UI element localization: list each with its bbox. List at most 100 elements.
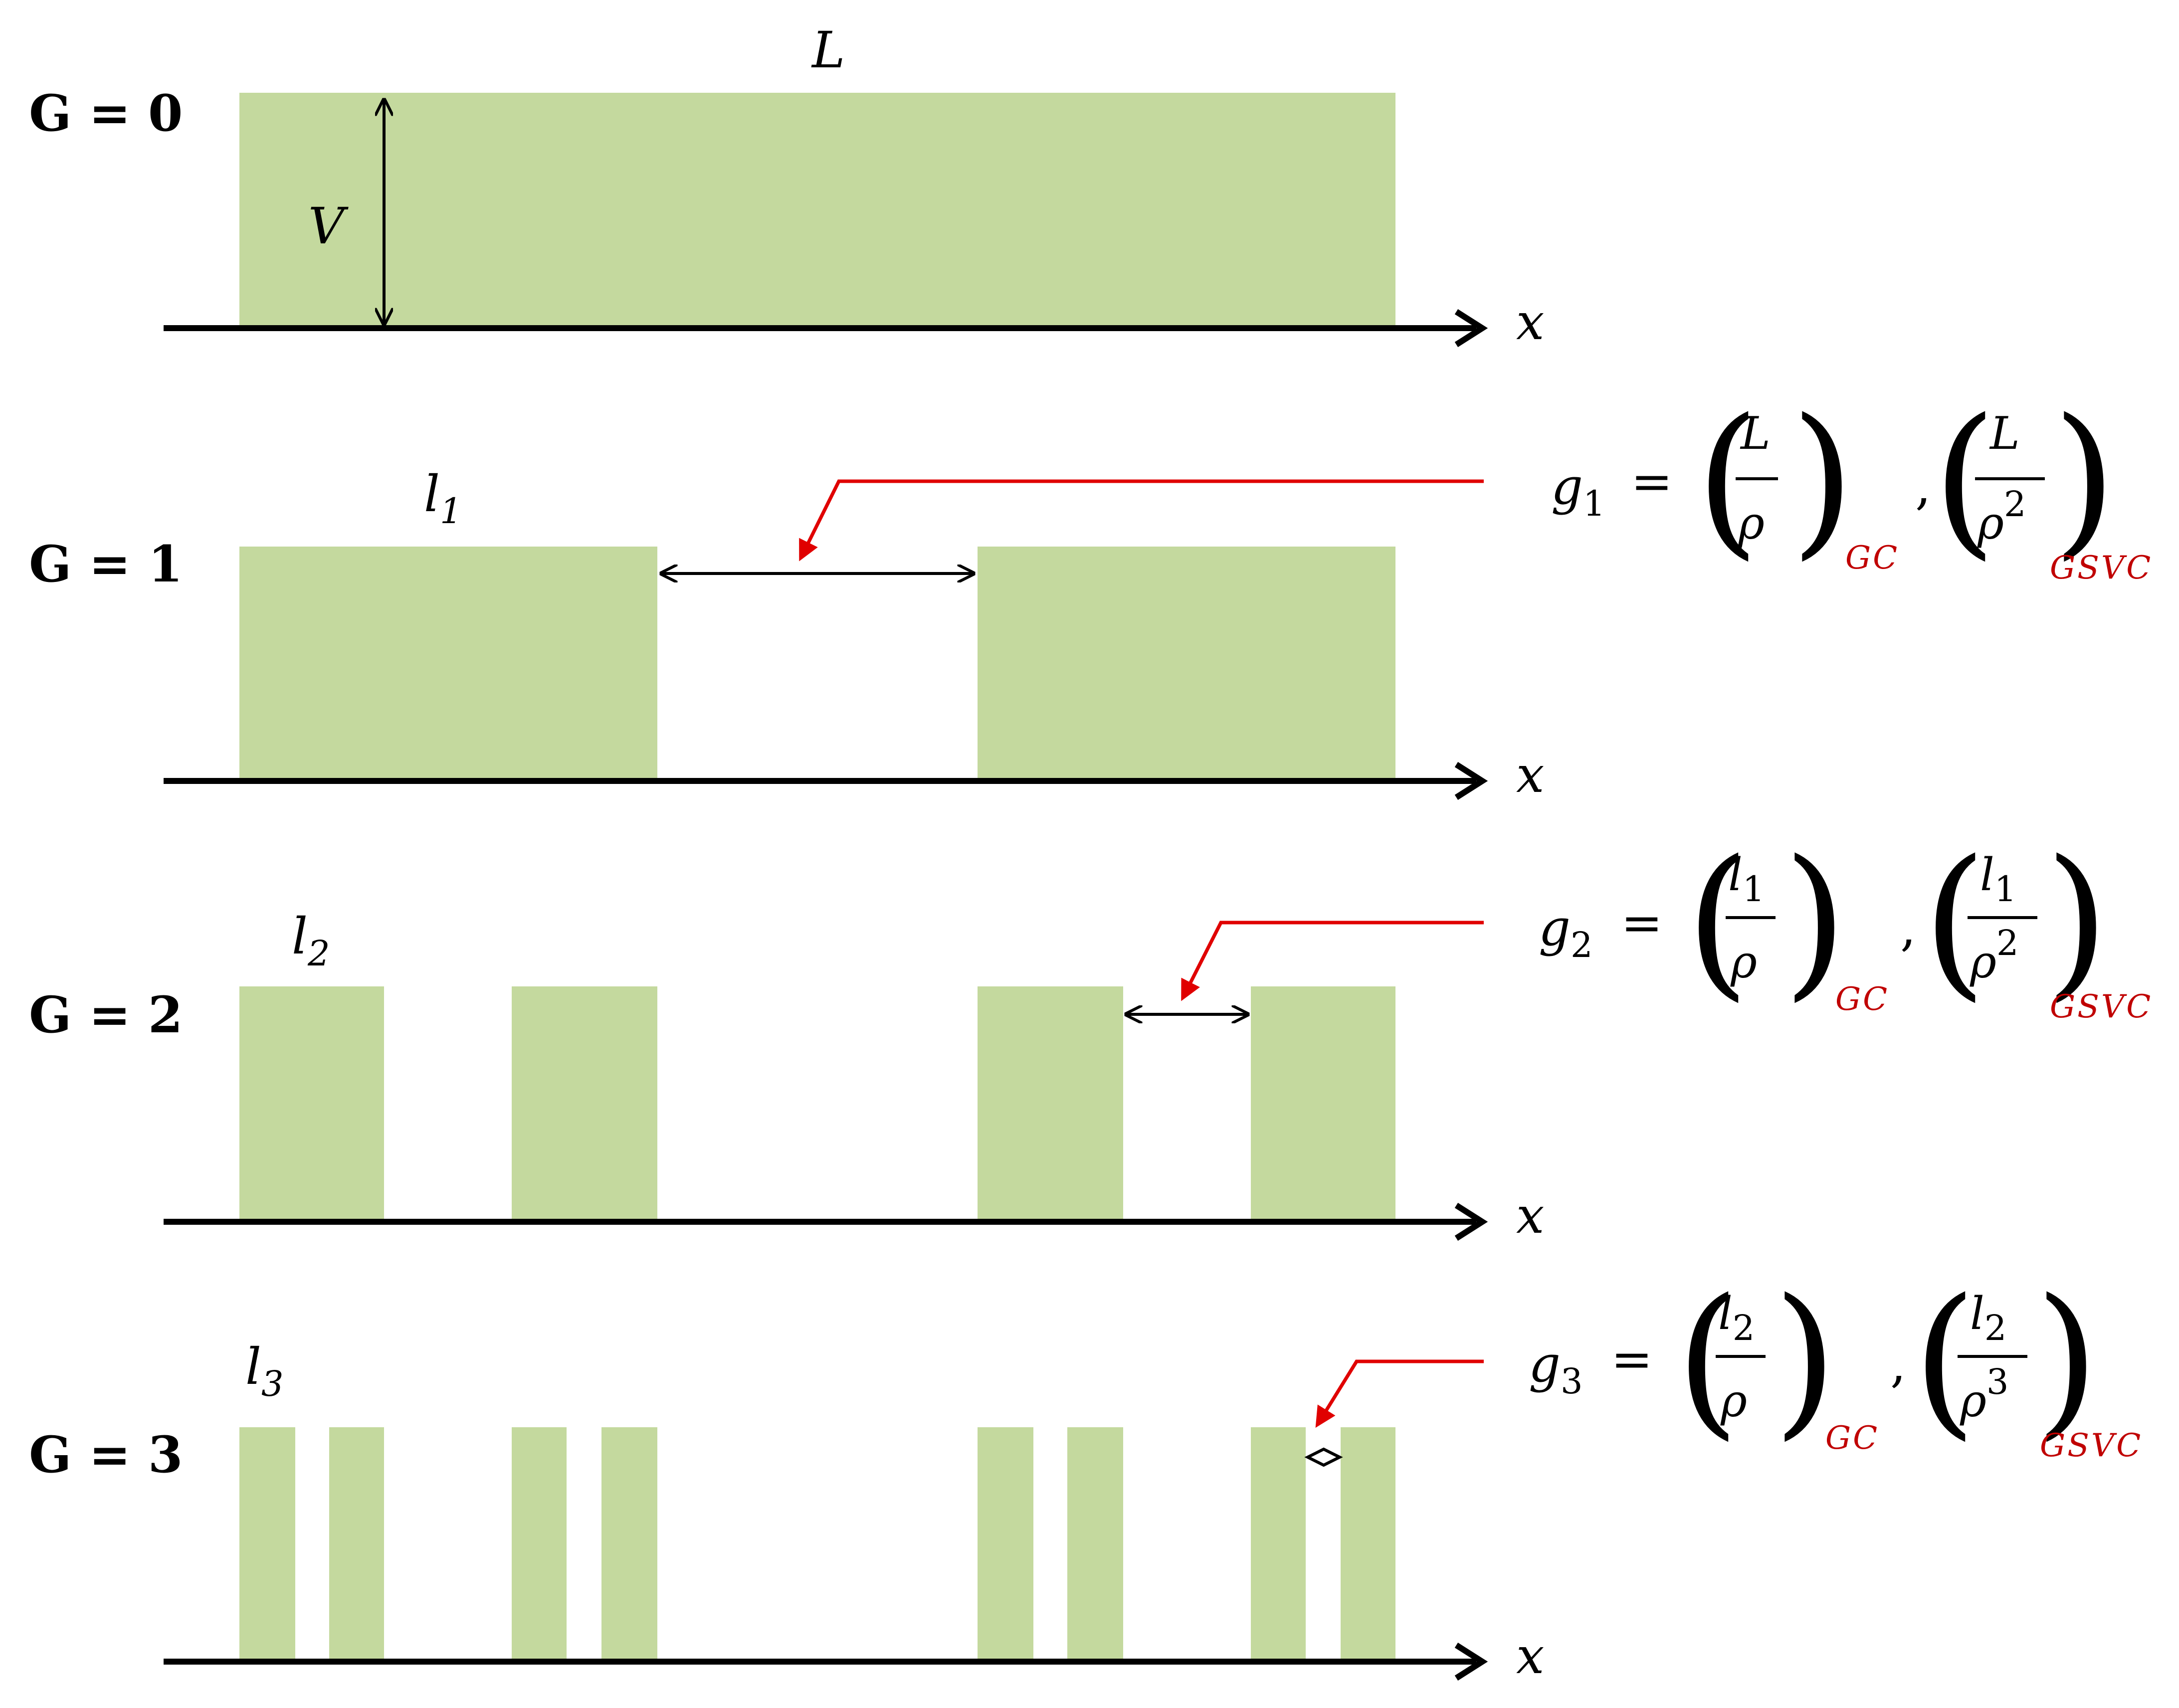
formula-g1-lhs: g1 (1551, 457, 1605, 524)
bar-label-l1-sub: 1 (440, 491, 462, 532)
formula-g2-num-sub: 1 (1743, 869, 1765, 910)
bar-g3-8 (1341, 1427, 1395, 1661)
formula-g3-num-base: l (1718, 1288, 1733, 1340)
x-axis-label-0: x (1516, 293, 1544, 351)
formula-g3-equals: = (1611, 1330, 1653, 1388)
formula-g2-num2-sub: 1 (1994, 869, 2017, 910)
formula-g3-den-base: ρ (1720, 1375, 1747, 1427)
formula-g2-paren-close: ) (1783, 825, 1847, 1016)
bar-g3-1 (239, 1427, 295, 1661)
x-axis-arrowhead-g1 (1454, 761, 1488, 800)
generation-1: G = 1 l1 x (29, 465, 1544, 804)
callout-arrow-g2 (1181, 921, 1484, 1001)
x-axis-arrowhead-g0 (1454, 309, 1488, 348)
bar-g3-4 (601, 1427, 657, 1661)
x-axis-arrowhead-g2 (1454, 1202, 1488, 1241)
formula-g2-lhs: g2 (1539, 899, 1593, 965)
formula-g2-num2-base: l (1980, 849, 1994, 901)
generation-0: G = 0 L V x (29, 21, 1544, 351)
bar-label-l2-sub: 2 (307, 933, 330, 974)
formula-g1-comma: , (1915, 457, 1931, 516)
formula-g3-num2-sub: 2 (1984, 1308, 2007, 1348)
length-label-L: L (811, 21, 845, 79)
generation-label-3: G = 3 (29, 1425, 183, 1484)
callout-arrow-g1 (799, 479, 1484, 562)
formula-g2-tag-gsvc: GSVC (2050, 988, 2153, 1025)
formula-g2-equals: = (1621, 894, 1663, 952)
bar-label-l1-base: l (424, 465, 440, 523)
formula-g1-equals: = (1631, 452, 1673, 511)
formula-g2-den2-sup: 2 (1996, 923, 2019, 963)
bar-label-l2: l2 (292, 907, 330, 974)
generation-3: G = 3 l3 x (29, 1337, 1544, 1685)
formula-g2-lhs-base: g (1539, 899, 1571, 957)
formula-g3-num: l2 (1718, 1288, 1755, 1348)
formula-g1-lhs-base: g (1551, 457, 1583, 516)
bar-label-l1: l1 (424, 465, 462, 532)
bar-label-l2-base: l (292, 907, 308, 965)
formula-g1-paren-close: ) (1790, 383, 1855, 575)
formula-g2-num: l1 (1728, 849, 1765, 910)
formula-g1-lhs-sub: 1 (1583, 483, 1605, 524)
generation-label-1: G = 1 (29, 535, 183, 593)
height-label-V: V (308, 197, 349, 255)
formula-g1-den2-sup: 2 (2004, 484, 2026, 525)
bar-label-l3-base: l (245, 1337, 261, 1396)
formula-g3-lhs-base: g (1529, 1335, 1561, 1393)
formula-g2-paren2-open: ( (1923, 825, 1987, 1016)
bar-label-l3-sub: 3 (261, 1363, 284, 1404)
formula-g1-den2: ρ2 (1977, 484, 2026, 550)
bar-g2-3 (978, 986, 1123, 1221)
bar-g2-4 (1251, 986, 1395, 1221)
formula-g2-paren-open: ( (1686, 825, 1750, 1016)
formula-g3-lhs: g3 (1529, 1335, 1583, 1402)
formula-g1-num2: L (1989, 407, 2020, 460)
formula-g3-tag-gsvc: GSVC (2040, 1427, 2143, 1464)
formula-g3-lhs-sub: 3 (1561, 1361, 1583, 1402)
formula-g3-num-sub: 2 (1733, 1308, 1755, 1348)
formula-g2-paren2-close: ) (2045, 825, 2109, 1016)
formula-g2-den-base: ρ (1730, 936, 1757, 988)
formula-g2-num-base: l (1728, 849, 1743, 901)
formula-g3: g3 = ( l2 ρ ) GC , ( l2 ρ3 ) GSVC (1529, 1264, 2143, 1464)
formula-g2-lhs-sub: 2 (1571, 925, 1593, 965)
formula-g3-den: ρ (1720, 1375, 1747, 1427)
formula-g3-den2: ρ3 (1960, 1361, 2008, 1427)
bar-g3-2 (329, 1427, 384, 1661)
formula-g1-num: L (1740, 407, 1771, 460)
bar-label-l3: l3 (245, 1337, 284, 1404)
bar-g2-1 (239, 986, 384, 1221)
formula-g3-num2-base: l (1970, 1288, 1984, 1340)
formula-g3-num2: l2 (1970, 1288, 2006, 1348)
formula-g2-den2: ρ2 (1970, 923, 2018, 988)
formula-g3-den2-sup: 3 (1986, 1361, 2009, 1402)
formula-g1-num-base: L (1740, 407, 1771, 460)
formula-g3-paren-open: ( (1676, 1264, 1740, 1455)
formula-g2-den: ρ (1730, 936, 1757, 988)
formula-g3-paren-close: ) (1773, 1264, 1837, 1455)
formula-g1-tag-gc: GC (1845, 540, 1899, 576)
x-axis-arrowhead-g3 (1454, 1642, 1488, 1681)
formula-g3-den2-base: ρ (1960, 1375, 1986, 1427)
bar-g3-7 (1251, 1427, 1306, 1661)
gap-arrow-g3 (1304, 1447, 1343, 1467)
formula-g3-paren2-open: ( (1913, 1264, 1977, 1455)
formula-g3-tag-gc: GC (1825, 1420, 1879, 1457)
formula-g1-tag-gsvc: GSVC (2050, 550, 2153, 586)
formula-g1-paren2-close: ) (2052, 383, 2117, 575)
formula-g1-num2-base: L (1989, 407, 2020, 460)
bar-g2-2 (512, 986, 657, 1221)
bar-g3-3 (512, 1427, 567, 1661)
bar-g1-1 (239, 547, 657, 780)
formula-g2-tag-gc: GC (1835, 981, 1889, 1018)
bar-g3-5 (978, 1427, 1033, 1661)
formula-g1-den2-base: ρ (1977, 497, 2004, 550)
callout-arrow-g3 (1315, 1359, 1484, 1428)
generation-2: G = 2 l2 x (29, 907, 1544, 1245)
formula-g1-den-base: ρ (1738, 497, 1765, 550)
formula-g2-num2: l1 (1980, 849, 2016, 910)
generation-label-0: G = 0 (29, 84, 183, 143)
x-axis-label-3: x (1516, 1627, 1544, 1685)
